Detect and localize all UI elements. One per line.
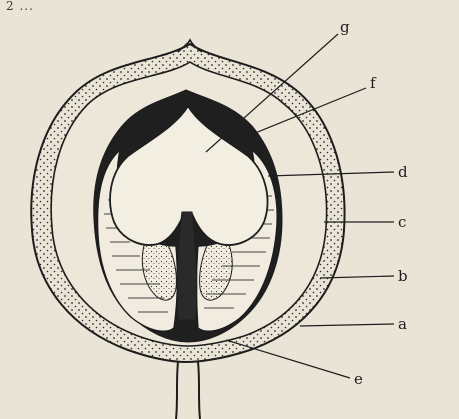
label-e: e bbox=[354, 370, 363, 388]
leader-e bbox=[226, 340, 350, 378]
label-f: f bbox=[370, 74, 377, 92]
label-d: d bbox=[398, 163, 408, 181]
label-b: b bbox=[398, 267, 408, 285]
top-text-fragment: 2 ... bbox=[6, 0, 34, 13]
central-column bbox=[177, 212, 197, 320]
leader-a bbox=[300, 324, 394, 326]
label-g: g bbox=[340, 18, 350, 36]
label-c: c bbox=[398, 213, 406, 231]
stem bbox=[176, 362, 200, 419]
label-a: a bbox=[398, 315, 407, 333]
